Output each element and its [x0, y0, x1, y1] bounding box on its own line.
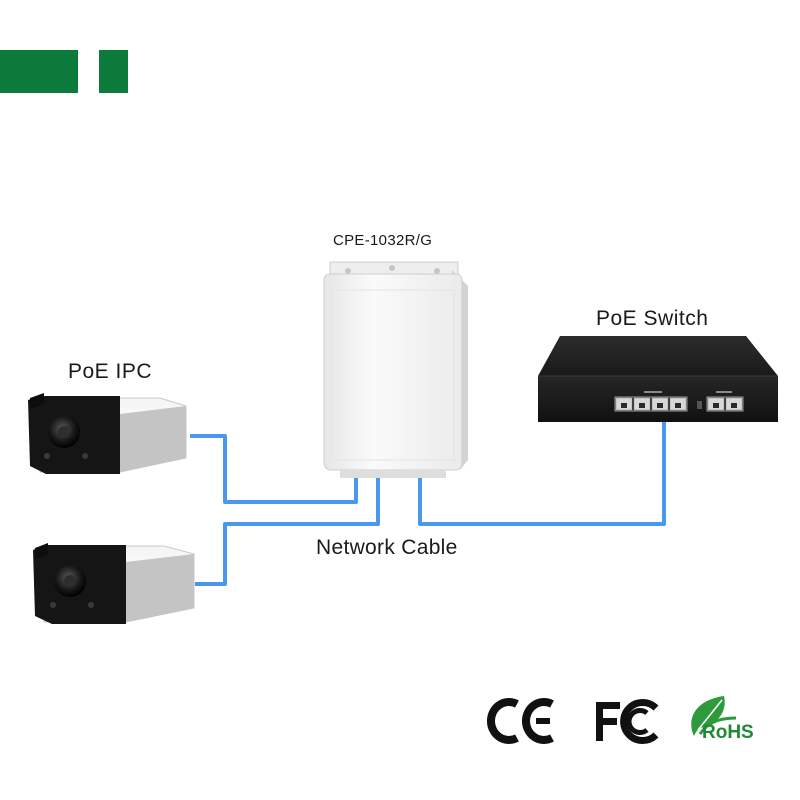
ipc-label: PoE IPC	[68, 360, 153, 383]
brand-bar-large	[0, 50, 78, 93]
ip-camera-icon	[33, 543, 195, 624]
brand-bar-small	[99, 50, 128, 93]
ce-mark-icon	[486, 698, 554, 744]
rohs-text: RoHS	[702, 722, 754, 743]
cable-camera-2	[195, 478, 380, 586]
device-model-label: CPE-1032R/G	[333, 232, 433, 249]
cable-switch	[418, 410, 666, 526]
switch-label: PoE Switch	[596, 307, 709, 330]
fcc-mark-icon	[596, 699, 659, 744]
outdoor-cpe-device-icon	[323, 261, 468, 478]
network-cable-label: Network Cable	[316, 536, 458, 559]
ip-camera-icon	[28, 393, 187, 474]
network-cables	[190, 410, 666, 586]
rohs-mark-icon	[691, 696, 737, 736]
poe-switch-icon	[538, 336, 778, 422]
cable-camera-1	[190, 434, 358, 504]
